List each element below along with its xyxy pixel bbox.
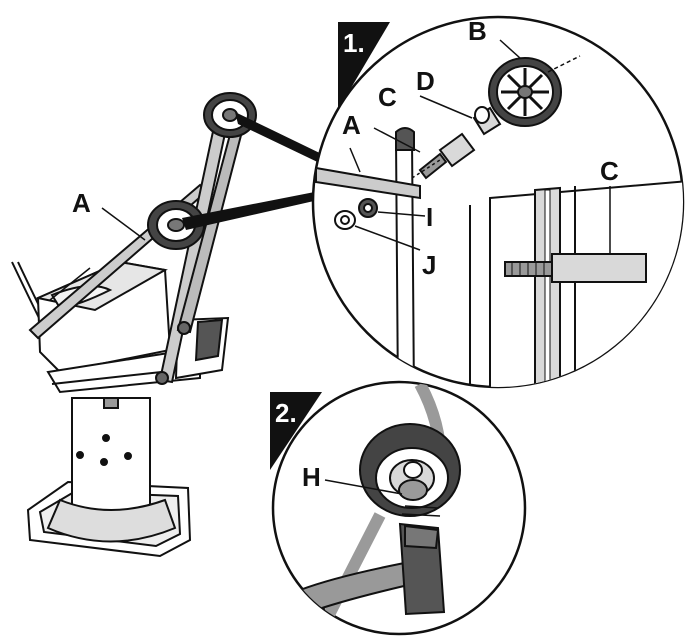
label-b: B bbox=[468, 16, 487, 46]
appliance bbox=[11, 92, 257, 558]
detail-1: 1. B D C A C I J bbox=[311, 15, 685, 389]
label-j: J bbox=[422, 250, 436, 280]
upper-wheel bbox=[203, 92, 257, 138]
wheel-b bbox=[488, 57, 562, 127]
label-c-bolt: C bbox=[600, 156, 619, 186]
label-c-axle: C bbox=[378, 82, 397, 112]
step-1-number: 1. bbox=[343, 28, 365, 58]
step-2-number: 2. bbox=[275, 398, 297, 428]
step-badge-1 bbox=[338, 22, 390, 110]
label-i: I bbox=[426, 202, 433, 232]
washer-j bbox=[334, 210, 356, 230]
label-a-detail: A bbox=[342, 110, 361, 140]
label-h: H bbox=[302, 462, 321, 492]
zoom-wedge-lower bbox=[182, 188, 336, 230]
wheel-h bbox=[359, 423, 461, 517]
step-badge-2 bbox=[270, 392, 322, 470]
zoom-wedge-upper bbox=[235, 112, 330, 168]
label-a-main: A bbox=[72, 188, 91, 218]
nut-i bbox=[358, 198, 378, 218]
label-d: D bbox=[416, 66, 435, 96]
spacer-d bbox=[472, 106, 502, 136]
detail-2: H 2. bbox=[270, 380, 527, 636]
